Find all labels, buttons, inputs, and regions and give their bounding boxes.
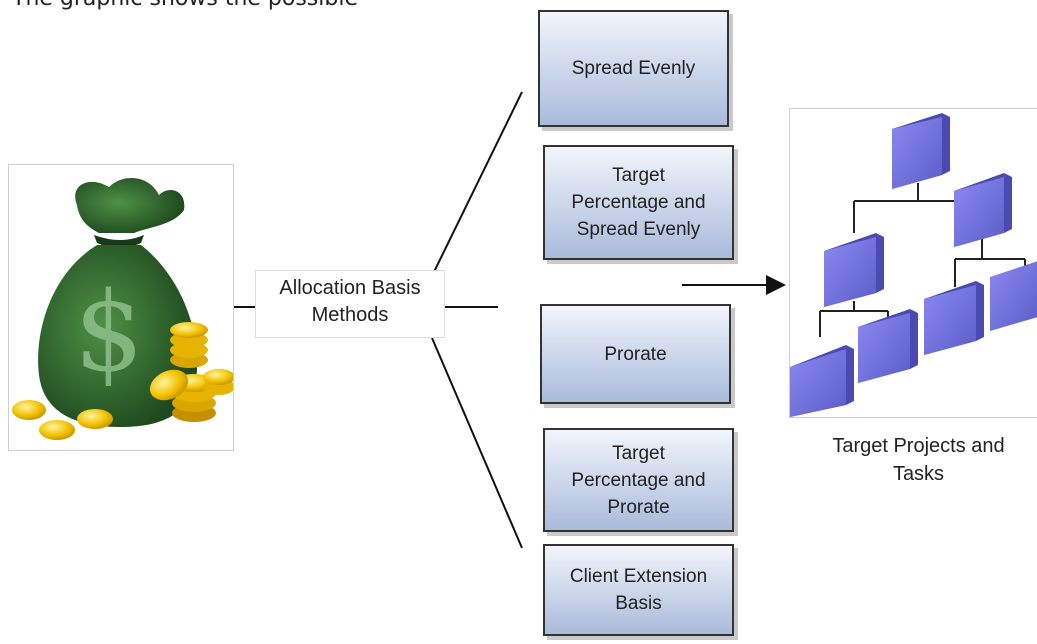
- method-box-line: Percentage and: [571, 469, 706, 491]
- money-bag-frame: $: [8, 164, 235, 451]
- method-box-line: Target: [612, 442, 665, 464]
- target-projects-label: Target Projects and Tasks: [800, 432, 1037, 488]
- method-box-spread-evenly: Spread Evenly: [538, 10, 729, 127]
- center-label-line1: Allocation Basis: [279, 277, 421, 299]
- upper-branch-line: [431, 91, 523, 277]
- hierarchy-frame: [789, 108, 1037, 418]
- hierarchy-tree-icon: [790, 113, 1037, 417]
- method-box-line: Prorate: [607, 496, 670, 518]
- target-label-line2: Tasks: [892, 463, 945, 485]
- method-box-line: Spread Evenly: [576, 219, 701, 240]
- center-label-line2: Methods: [311, 304, 389, 326]
- method-box-line: Percentage and: [571, 192, 706, 213]
- method-box-line: Spread Evenly: [571, 58, 696, 79]
- method-box-line: Prorate: [604, 343, 667, 365]
- method-box-line: Client Extension: [569, 566, 708, 587]
- method-box-line: Basis: [615, 593, 662, 614]
- svg-text:$: $: [74, 268, 144, 396]
- method-box-target-percentage-prorate: Target Percentage and Prorate: [543, 428, 734, 532]
- method-box-prorate: Prorate: [540, 304, 731, 404]
- allocation-basis-methods-label: Allocation Basis Methods: [255, 270, 445, 338]
- lower-branch-line: [431, 337, 523, 549]
- target-label-line1: Target Projects and: [832, 435, 1005, 457]
- method-box-target-percentage-spread-evenly: Target Percentage and Spread Evenly: [543, 145, 734, 260]
- money-bag-with-coins-icon: $: [12, 177, 235, 440]
- method-box-line: Target: [612, 165, 665, 186]
- method-box-client-extension-basis: Client Extension Basis: [543, 544, 734, 636]
- caption-text: The graphic shows the possible: [12, 0, 432, 16]
